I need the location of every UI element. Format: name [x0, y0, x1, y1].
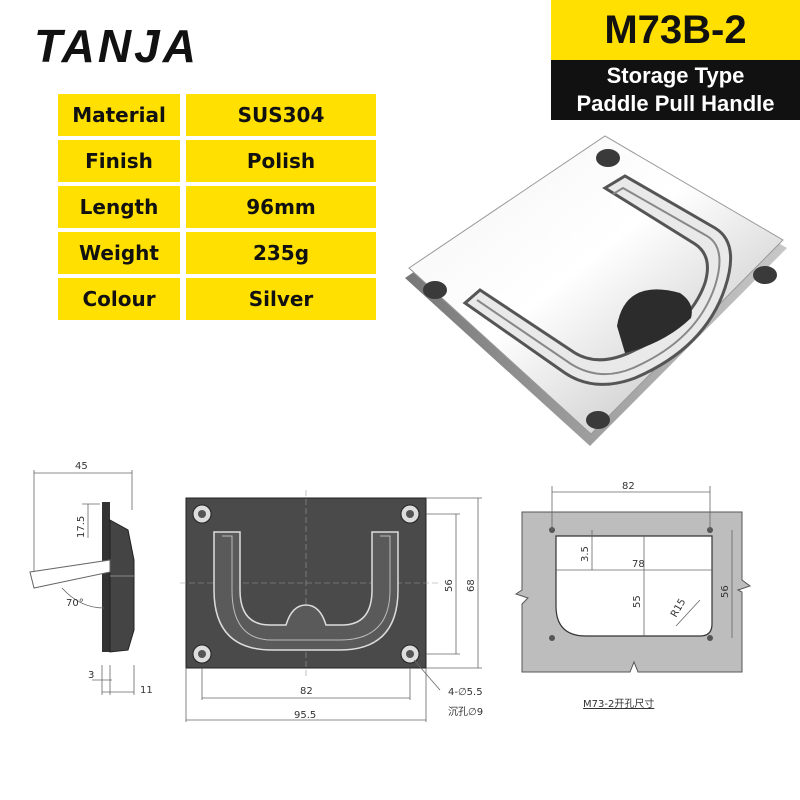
side-lifted-handle [29, 559, 111, 589]
technical-drawings: 45 17.5 70° 3 11 [29, 461, 752, 722]
dim-front-hole-spacing-h: 82 [300, 686, 313, 697]
screw-hole [586, 411, 610, 429]
dim-side-offset: 17.5 [76, 516, 87, 538]
spec-label: Weight [58, 232, 180, 274]
spec-row-weight: Weight 235g [58, 232, 376, 274]
spec-value: 235g [186, 232, 376, 274]
side-view: 45 17.5 70° 3 11 [29, 461, 153, 696]
dim-side-angle: 70° [66, 598, 84, 609]
side-body [109, 519, 135, 653]
spec-row-length: Length 96mm [58, 186, 376, 228]
dim-side-width: 45 [75, 461, 88, 472]
dim-front-hole-spacing-v: 56 [444, 579, 455, 592]
product-photo [405, 135, 787, 446]
product-type-line1: Storage Type [606, 63, 745, 88]
note-holes: 4-∅5.5 [448, 687, 483, 698]
cutout-view: 82 78 3.5 55 56 R15 [514, 481, 752, 673]
spec-value: 96mm [186, 186, 376, 228]
dim-cutout-hole-spacing-v: 56 [720, 585, 731, 598]
front-view: 82 95.5 56 68 4-∅5.5 沉孔∅9 [180, 490, 483, 722]
model-badge: M73B-2 [551, 0, 800, 60]
product-type-banner: Storage Type Paddle Pull Handle [551, 60, 800, 120]
dim-cutout-hole-spacing-h: 82 [622, 481, 635, 492]
spec-label: Colour [58, 278, 180, 320]
screw-hole [596, 149, 620, 167]
spec-row-material: Material SUS304 [58, 94, 376, 136]
spec-value: Silver [186, 278, 376, 320]
dim-front-total-height: 68 [466, 579, 477, 592]
dim-front-total-width: 95.5 [294, 710, 316, 721]
side-flange [102, 502, 110, 652]
spec-value: SUS304 [186, 94, 376, 136]
cutout-opening [555, 535, 713, 637]
dim-cutout-opening-width: 78 [632, 559, 645, 570]
dim-cutout-opening-height: 55 [632, 595, 643, 608]
dim-side-depth: 11 [140, 685, 153, 696]
spec-row-colour: Colour Silver [58, 278, 376, 320]
spec-row-finish: Finish Polish [58, 140, 376, 182]
dim-side-thickness: 3 [88, 670, 94, 681]
spec-label: Length [58, 186, 180, 228]
dim-cutout-top-offset: 3.5 [580, 546, 591, 562]
spec-label: Finish [58, 140, 180, 182]
note-countersink: 沉孔∅9 [448, 705, 483, 718]
spec-value: Polish [186, 140, 376, 182]
cutout-hole [549, 635, 555, 641]
brand-logo: TANJA [34, 20, 199, 72]
spec-label: Material [58, 94, 180, 136]
handle-inner-groove [476, 186, 721, 376]
screw-hole [423, 281, 447, 299]
plate-face [408, 135, 784, 435]
cutout-hole [707, 635, 713, 641]
spec-table: Material SUS304 Finish Polish Length 96m… [58, 94, 376, 324]
finger-recess [617, 289, 692, 353]
cutout-caption: M73-2开孔尺寸 [583, 699, 655, 710]
screw-hole [753, 266, 777, 284]
product-type-line2: Paddle Pull Handle [576, 91, 775, 116]
handle-recess [462, 174, 733, 386]
